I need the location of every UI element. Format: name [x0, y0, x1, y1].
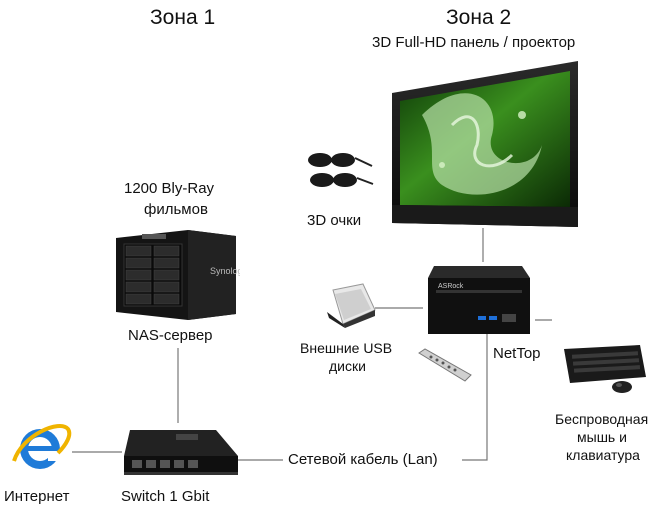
- keyboard-label-line-1: Беспроводная: [555, 411, 649, 427]
- nettop-label: NetTop: [493, 345, 541, 362]
- nas-brand-logo: Synology: [210, 266, 240, 276]
- glasses-label: 3D очки: [307, 212, 362, 229]
- zone-2-subtitle: 3D Full-HD панель / проектор: [372, 34, 576, 51]
- nettop-image: ASRock: [428, 266, 530, 334]
- nettop-brand-logo: ASRock: [438, 283, 464, 290]
- keyboard-label-line-3: клавиатура: [566, 447, 640, 463]
- lan-cable-label: Сетевой кабель (Lan): [288, 451, 438, 468]
- internet-label: Интернет: [4, 488, 70, 505]
- keyboard-mouse-image: [564, 345, 646, 393]
- zone-1-title: Зона 1: [150, 6, 216, 29]
- keyboard-label-line-2: мышь и: [577, 429, 627, 445]
- zone-2-title: Зона 2: [446, 6, 512, 29]
- cable-to-nettop-line: [462, 332, 488, 461]
- remote-control-image: [418, 348, 472, 382]
- nas-server-label: NAS-сервер: [128, 327, 213, 344]
- internet-explorer-icon: [12, 424, 72, 469]
- 3d-glasses-image: [308, 153, 374, 187]
- nas-server-image: Synology: [116, 230, 240, 320]
- nas-caption-line-1: 1200 Bly-Ray: [124, 180, 215, 197]
- nas-caption-line-2: фильмов: [144, 201, 208, 218]
- tv-panel-image: [392, 61, 578, 227]
- usb-disk-image: [327, 283, 376, 328]
- network-switch-image: [124, 430, 238, 475]
- usb-label-line-1: Внешние USB: [300, 340, 393, 356]
- usb-label-line-2: диски: [329, 358, 366, 374]
- switch-label: Switch 1 Gbit: [121, 488, 210, 505]
